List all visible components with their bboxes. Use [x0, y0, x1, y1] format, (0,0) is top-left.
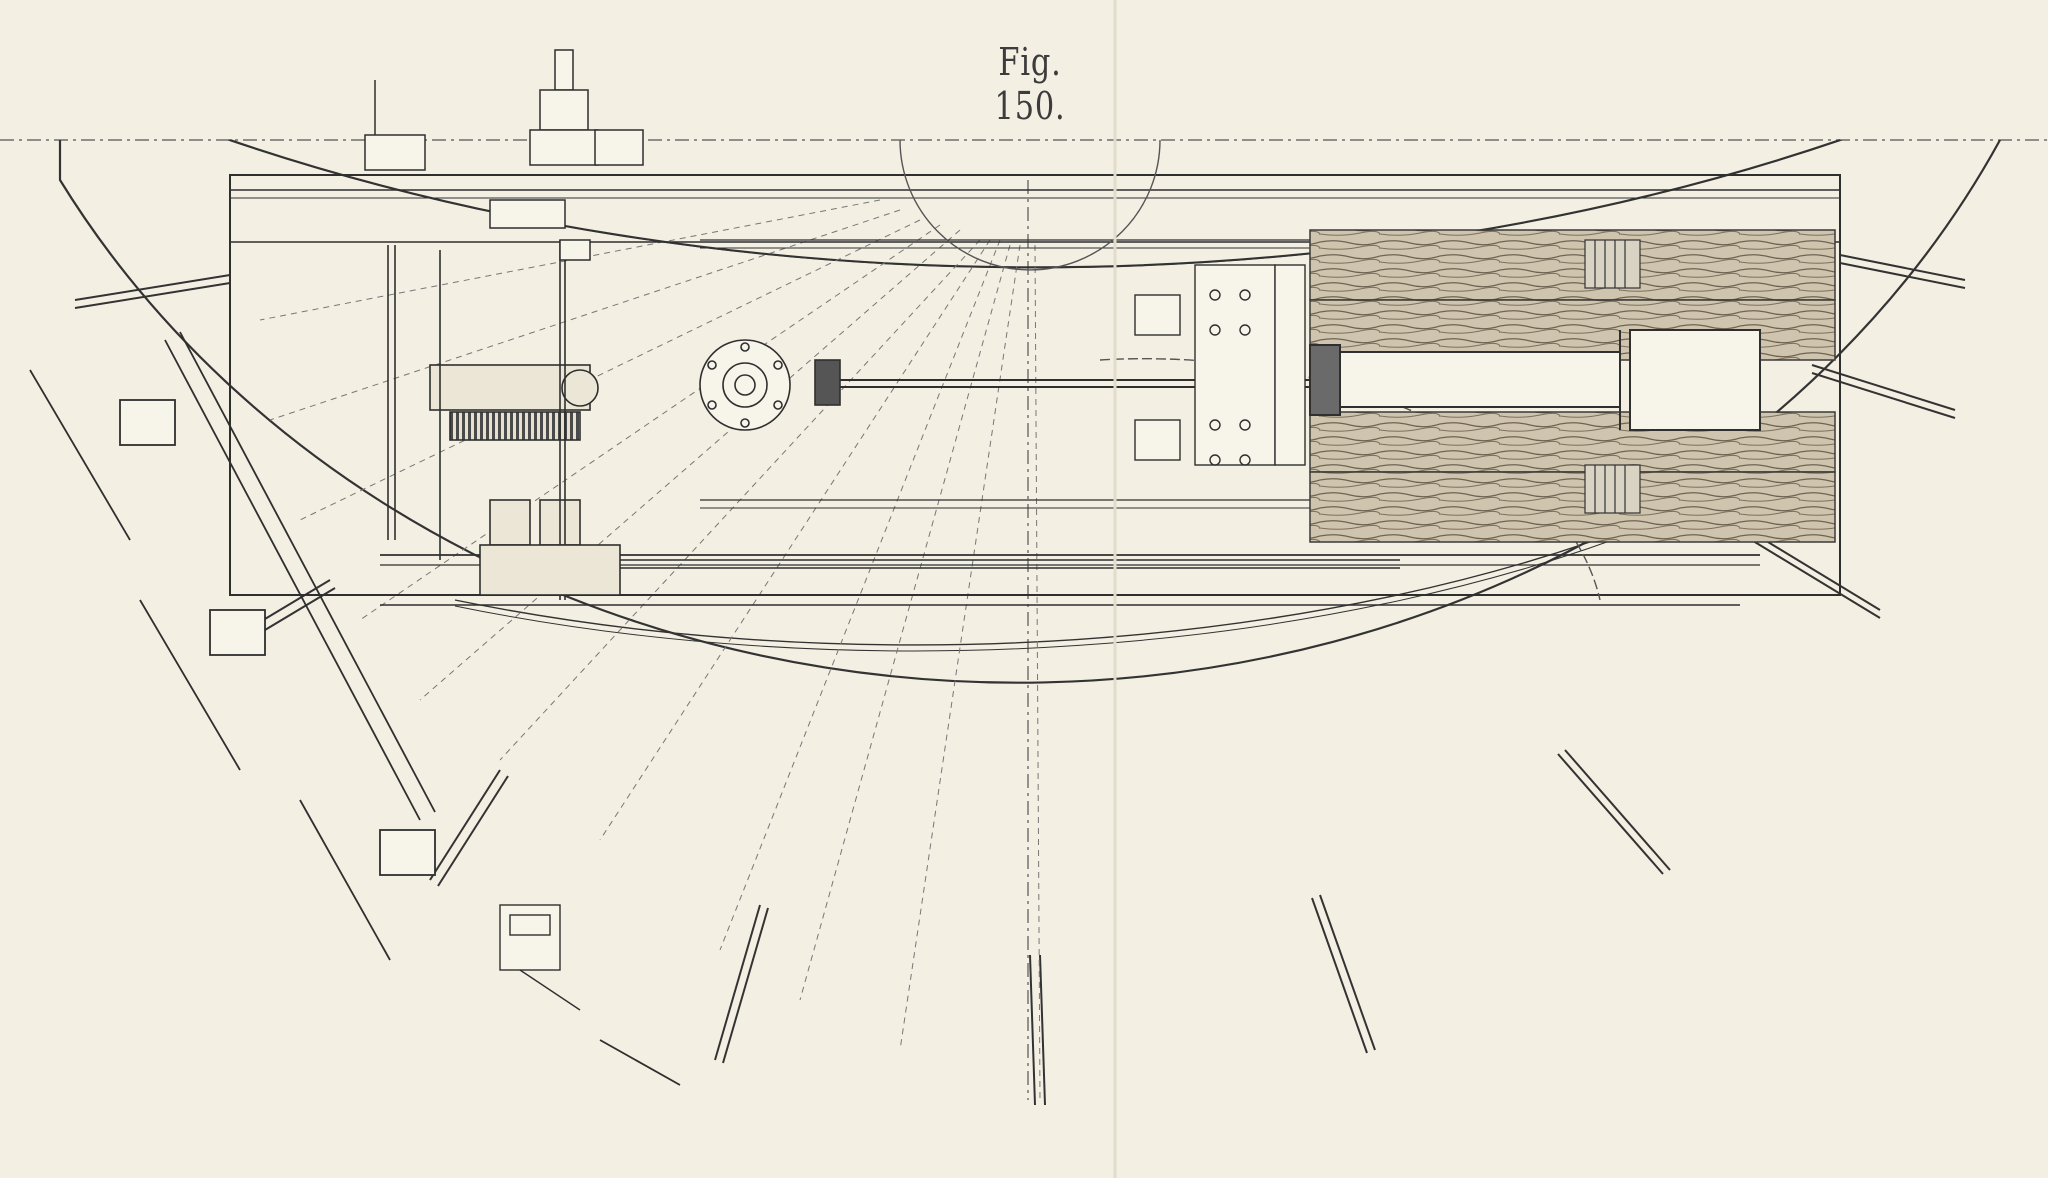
reference-line: [0, 139, 2048, 1100]
ring-spokes: [74, 254, 1966, 1106]
figure-caption: Fig. 150.: [994, 40, 1066, 128]
buffer-springs: [1584, 239, 1641, 514]
timber-blocks: [1309, 229, 1836, 543]
top-mounts: [364, 49, 644, 261]
latch-detail: [499, 904, 581, 1011]
flange-disc: [699, 339, 841, 431]
bolt-plates: [1134, 264, 1306, 466]
side-jack-arm: [29, 331, 681, 1086]
construction-rays: [259, 199, 1041, 1101]
gear-train: [387, 240, 1400, 600]
hydraulic-cylinder: [840, 329, 1761, 431]
